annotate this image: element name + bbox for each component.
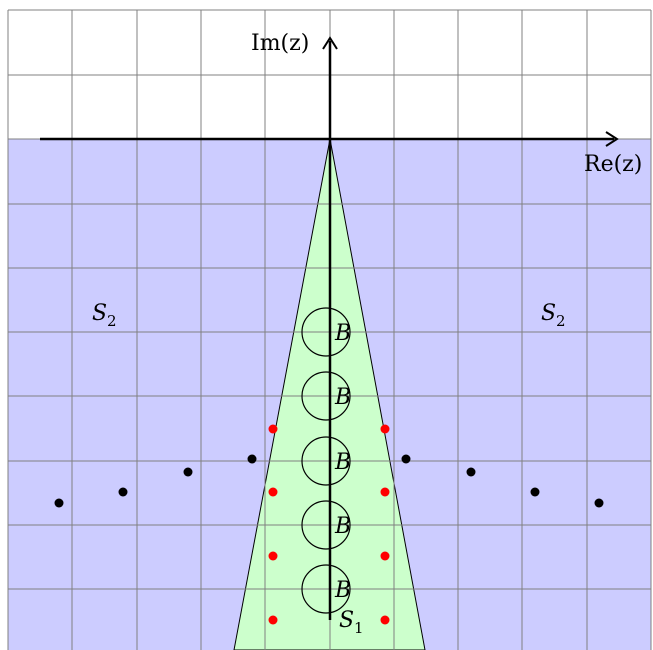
black-dot (466, 467, 476, 477)
region-right-sub: 2 (556, 312, 566, 330)
disk-b: B (301, 564, 351, 614)
disk-circle (301, 564, 351, 614)
black-dot (247, 454, 257, 464)
red-dot (268, 424, 278, 434)
disk-label: B (334, 578, 351, 603)
black-dot (54, 498, 64, 508)
disk-b: B (301, 371, 351, 421)
real-axis-label: Re(z) (584, 152, 642, 177)
red-dot (380, 615, 390, 625)
red-dots (268, 424, 390, 625)
real-axis (40, 131, 619, 147)
disk-label: B (334, 514, 351, 539)
disk-label: B (334, 385, 351, 410)
black-dot (594, 498, 604, 508)
disks: B B B B B (301, 307, 351, 614)
disk-circle (301, 371, 351, 421)
region-center-label: S (339, 608, 354, 633)
region-center-sub: 1 (354, 619, 364, 637)
red-dot (268, 551, 278, 561)
red-dot (380, 551, 390, 561)
region-label-center: S 1 (339, 608, 364, 637)
imaginary-axis (322, 36, 338, 620)
black-dots (54, 454, 604, 508)
disk-circle (301, 436, 351, 486)
disk-label: B (334, 450, 351, 475)
region-left-sub: 2 (107, 312, 117, 330)
black-dot (118, 487, 128, 497)
disk-b: B (301, 500, 351, 550)
black-dot (183, 467, 193, 477)
disk-circle (301, 500, 351, 550)
red-dot (380, 424, 390, 434)
disk-b: B (301, 436, 351, 486)
imag-axis-label: Im(z) (251, 31, 309, 56)
region-left-label: S (92, 301, 107, 326)
red-dot (268, 615, 278, 625)
black-dot (530, 487, 540, 497)
disk-label: B (334, 321, 351, 346)
region-label-right: S 2 (541, 301, 566, 330)
red-dot (380, 487, 390, 497)
disk-b: B (301, 307, 351, 357)
disk-circle (301, 307, 351, 357)
region-right-label: S (541, 301, 556, 326)
grid (7, 9, 652, 650)
red-dot (268, 487, 278, 497)
region-label-left: S 2 (92, 301, 117, 330)
black-dot (401, 454, 411, 464)
